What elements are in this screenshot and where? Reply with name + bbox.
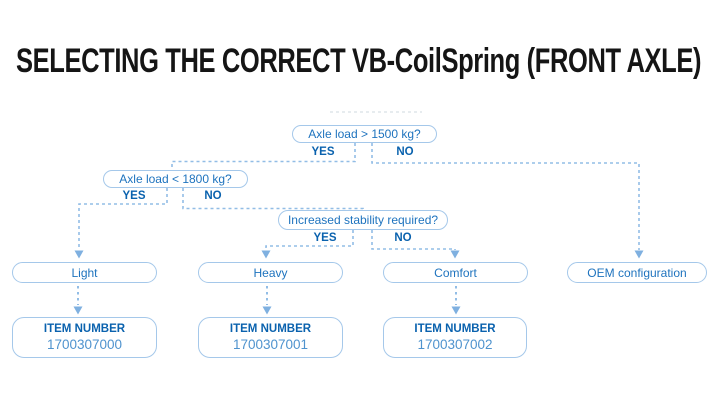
result-light: Light: [12, 262, 157, 283]
item-number-value: 1700307002: [417, 337, 493, 352]
connector-d3-yes: [265, 230, 354, 250]
connector-d1-no: [371, 143, 640, 250]
arrow-down-icon: [261, 250, 271, 259]
decision-increased-stability: Increased stability required?: [278, 210, 448, 230]
item-number-box: ITEM NUMBER 1700307001: [198, 317, 343, 358]
label-no: NO: [204, 190, 222, 202]
connector-d2-no: [182, 188, 364, 210]
item-number-box: ITEM NUMBER 1700307000: [12, 317, 157, 358]
item-number-heading: ITEM NUMBER: [43, 322, 126, 335]
item-number-heading: ITEM NUMBER: [414, 322, 496, 335]
result-comfort: Comfort: [383, 262, 528, 283]
label-no: NO: [396, 146, 414, 158]
arrow-down-icon: [634, 250, 644, 259]
label-yes: YES: [313, 232, 337, 244]
result-heavy: Heavy: [198, 262, 343, 283]
decision-axle-load-1500: Axle load > 1500 kg?: [292, 125, 437, 143]
decision-axle-load-1800: Axle load < 1800 kg?: [103, 170, 248, 188]
item-number-box: ITEM NUMBER 1700307002: [383, 317, 527, 358]
item-number-value: 1700307001: [232, 337, 309, 352]
connector-d1-yes: [171, 143, 356, 170]
connector-d3-no: [371, 230, 456, 250]
label-no: NO: [394, 232, 412, 244]
arrow-down-icon: [450, 250, 460, 259]
label-yes: YES: [122, 190, 146, 202]
connector-d2-yes: [78, 188, 168, 250]
page-title: SELECTING THE CORRECT VB-CoilSpring (FRO…: [16, 42, 702, 80]
arrow-down-icon: [451, 306, 461, 315]
item-number-value: 1700307000: [46, 337, 123, 352]
label-yes: YES: [311, 146, 335, 158]
arrow-down-icon: [262, 306, 272, 315]
result-oem-configuration: OEM configuration: [567, 262, 707, 283]
arrow-down-icon: [73, 306, 83, 315]
arrow-down-icon: [74, 250, 84, 259]
item-number-heading: ITEM NUMBER: [229, 322, 312, 335]
